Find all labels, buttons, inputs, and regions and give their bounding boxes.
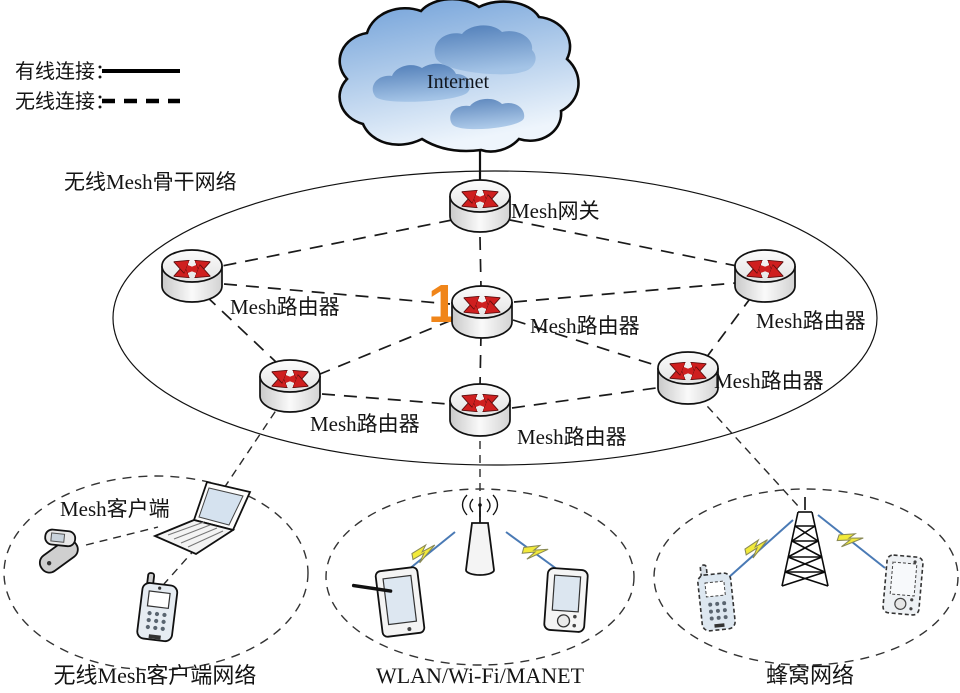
cellular-network-boundary [653,488,959,666]
legend: 有线连接： 无线连接： [15,60,180,113]
mobile-phone-icon [697,564,736,632]
link-gateway-topright [509,219,738,267]
link-center-topright [513,282,737,303]
link-flipphone-laptop [85,526,159,546]
lightning-icon [410,543,438,565]
router-label: Mesh路由器 [230,295,340,319]
link-gateway-topleft [221,219,453,267]
router-label: Mesh路由器 [756,309,866,333]
mesh-client-label: Mesh客户端 [60,497,170,521]
router-icon [452,286,512,338]
router-icon [162,250,222,302]
backbone-boundary [112,170,878,466]
cellular-network: 蜂窝网络 [653,488,959,688]
flip-phone-icon [38,528,79,574]
router-icon [450,384,510,436]
backbone-title: 无线Mesh骨干网络 [64,170,237,194]
mesh-client-network: Mesh客户端 [3,475,309,688]
link-topright-bottomright [705,295,753,359]
router-label: Mesh路由器 [530,314,640,338]
legend-wired-label: 有线连接： [15,60,115,83]
pda-icon [543,567,589,633]
lightning-icon [743,537,772,560]
mobile-phone-icon [136,572,179,643]
cellular-network-label: 蜂窝网络 [766,663,854,688]
backbone-wireless-links [205,219,753,409]
link-bottomcenter-bottomright [511,387,657,409]
wlan-network: WLAN/Wi-Fi/MANET [325,488,635,688]
access-point-icon [461,494,499,576]
router-node-top-left: Mesh路由器 [162,250,340,319]
router-node-bottom-center: Mesh路由器 [450,384,627,449]
router-node-bottom-right: Mesh路由器 [658,352,824,404]
router-icon [260,360,320,412]
router-node-center: 1 Mesh路由器 [428,274,640,338]
mesh-client-network-boundary [3,475,309,671]
router-icon [735,250,795,302]
cell-tower-icon [781,497,829,587]
legend-wireless-label: 无线连接： [15,90,115,113]
link-bottomright-tower [697,395,800,508]
link-topleft-center [223,283,451,305]
link-center-bottomcenter [479,332,482,388]
router-label: Mesh路由器 [714,369,824,393]
router-label: Mesh路由器 [517,425,627,449]
router-icon [450,180,510,232]
internet-label: Internet [427,71,490,93]
tablet-icon [351,566,426,638]
mesh-client-network-label: 无线Mesh客户端网络 [54,663,257,688]
link-topleft-bottomleft [205,295,277,363]
mesh-gateway-label: Mesh网关 [511,199,600,223]
wlan-network-boundary [325,488,635,666]
mesh-gateway-node: Mesh网关 [450,180,600,232]
pda-icon [882,554,924,616]
link-bottomleft-bottomcenter [321,393,449,405]
router-icon [658,352,718,404]
laptop-icon [152,480,252,556]
wlan-network-label: WLAN/Wi-Fi/MANET [376,663,585,688]
internet-cloud-icon: Internet [338,0,580,153]
router-label: Mesh路由器 [310,412,420,436]
link-gateway-center [479,236,482,289]
link-center-bottomleft [319,319,453,375]
router-node-bottom-left: Mesh路由器 [260,360,420,436]
link-laptop-phone [163,547,197,585]
link-center-bottomright [512,319,659,367]
router-node-top-right: Mesh路由器 [735,250,866,333]
